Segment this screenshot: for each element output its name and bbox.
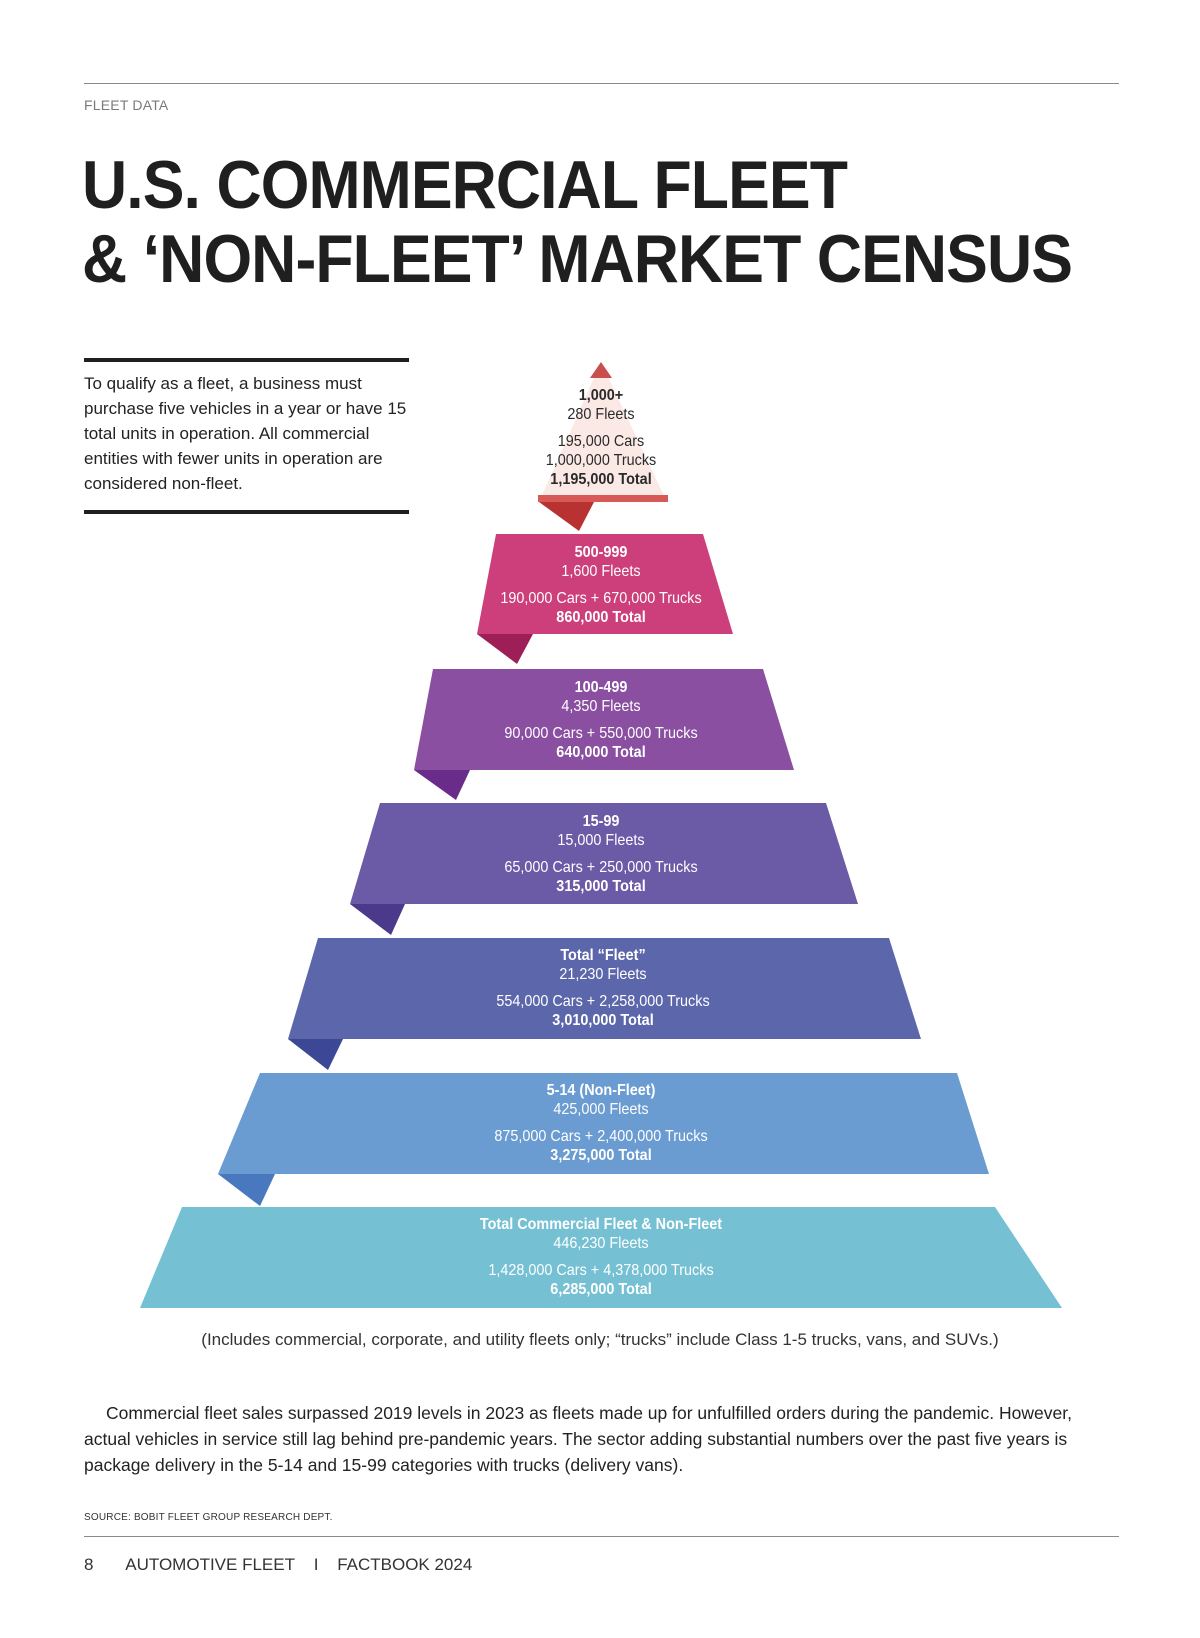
body-paragraph: Commercial fleet sales surpassed 2019 le… (84, 1403, 1072, 1475)
tier-5-14-label-block: 5-14 (Non-Fleet) 425,000 Fleets 875,000 … (412, 1081, 790, 1165)
tier-total-commercial-fleets: 446,230 Fleets (553, 1235, 649, 1252)
tier-total-fleet-label-block: Total “Fleet” 21,230 Fleets 554,000 Cars… (414, 946, 792, 1030)
tier-5-14-total: 3,275,000 Total (550, 1147, 652, 1164)
tier-500-999-fleets: 1,600 Fleets (561, 563, 641, 580)
title-line-1: U.S. COMMERCIAL FLEET (82, 147, 848, 223)
tier-total-commercial-label-block: Total Commercial Fleet & Non-Fleet 446,2… (412, 1215, 790, 1299)
tier-total-fleet-fleets: 21,230 Fleets (559, 966, 647, 983)
section-label: FLEET DATA (84, 97, 169, 113)
tier-15-99-shape (350, 803, 858, 904)
tier-1000-plus-trucks: 1,000,000 Trucks (545, 452, 657, 469)
tier-total-fleet-vehicles: 554,000 Cars + 2,258,000 Trucks (496, 993, 710, 1010)
tier-total-commercial-total: 6,285,000 Total (550, 1281, 652, 1298)
tier-100-499-label-block: 100-499 4,350 Fleets 90,000 Cars + 550,0… (412, 678, 790, 762)
tier-15-99-label: 15-99 (582, 813, 620, 830)
tier-15-99-fleets: 15,000 Fleets (557, 832, 645, 849)
tier-1000-plus-fleets: 280 Fleets (567, 406, 635, 423)
tier-5-14-fold (218, 1174, 275, 1206)
bottom-rule (84, 1536, 1119, 1537)
tier-1000-plus-base-band (538, 495, 668, 502)
tier-1000-plus-shape (539, 362, 667, 502)
fleet-definition-callout: To qualify as a fleet, a business must p… (84, 358, 409, 514)
tier-500-999-total: 860,000 Total (556, 609, 646, 626)
tier-1000-plus-label: 1,000+ (578, 387, 624, 404)
tier-5-14-fleets: 425,000 Fleets (553, 1101, 649, 1118)
tier-total-commercial-vehicles: 1,428,000 Cars + 4,378,000 Trucks (488, 1262, 714, 1279)
tier-5-14-shape (218, 1073, 989, 1174)
tier-1000-plus-fold (539, 502, 594, 531)
pyramid-footnote: (Includes commercial, corporate, and uti… (201, 1330, 999, 1349)
fleet-census-pyramid (140, 362, 1062, 1308)
footer-separator: I (313, 1555, 319, 1574)
tier-15-99-fold (350, 904, 405, 935)
publication-name: AUTOMOTIVE FLEET (125, 1555, 295, 1574)
page-title: U.S. COMMERCIAL FLEET & ‘NON-FLEET’ MARK… (82, 148, 1112, 296)
tier-total-fleet-shape (288, 938, 921, 1039)
tier-500-999-label: 500-999 (574, 544, 628, 561)
title-line-2: & ‘NON-FLEET’ MARKET CENSUS (82, 221, 1073, 297)
tier-total-commercial-label: Total Commercial Fleet & Non-Fleet (479, 1216, 723, 1233)
tier-15-99-vehicles: 65,000 Cars + 250,000 Trucks (504, 859, 698, 876)
tier-15-99-total: 315,000 Total (556, 878, 646, 895)
tier-5-14-vehicles: 875,000 Cars + 2,400,000 Trucks (494, 1128, 708, 1145)
tier-500-999-label-block: 500-999 1,600 Fleets 190,000 Cars + 670,… (412, 543, 790, 627)
tier-500-999-vehicles: 190,000 Cars + 670,000 Trucks (500, 590, 702, 607)
tier-total-fleet-fold (288, 1039, 343, 1070)
source-credit: SOURCE: BOBIT FLEET GROUP RESEARCH DEPT. (84, 1512, 333, 1523)
page-number: 8 (84, 1555, 94, 1574)
tier-100-499-fleets: 4,350 Fleets (561, 698, 641, 715)
tier-100-499-total: 640,000 Total (556, 744, 646, 761)
tier-100-499-vehicles: 90,000 Cars + 550,000 Trucks (504, 725, 698, 742)
top-rule (84, 83, 1119, 84)
tier-1000-plus-cap (590, 362, 612, 378)
tier-15-99-label-block: 15-99 15,000 Fleets 65,000 Cars + 250,00… (412, 812, 790, 896)
edition-name: FACTBOOK 2024 (337, 1555, 473, 1574)
tier-1000-plus-label-block: 1,000+ 280 Fleets 195,000 Cars 1,000,000… (412, 386, 790, 489)
tier-100-499-fold (414, 770, 470, 800)
tier-1000-plus-cars: 195,000 Cars (557, 433, 645, 450)
tier-500-999-fold (477, 634, 533, 664)
tier-total-fleet-total: 3,010,000 Total (552, 1012, 654, 1029)
tier-total-fleet-label: Total “Fleet” (560, 947, 646, 964)
tier-500-999-shape (477, 534, 733, 634)
tier-100-499-label: 100-499 (574, 679, 628, 696)
page-footer: 8 AUTOMOTIVE FLEET I FACTBOOK 2024 (84, 1555, 486, 1575)
tier-5-14-label: 5-14 (Non-Fleet) (546, 1082, 656, 1099)
tier-1000-plus-total: 1,195,000 Total (550, 471, 652, 488)
tier-100-499-shape (414, 669, 794, 770)
tier-total-commercial-shape (140, 1207, 1062, 1308)
